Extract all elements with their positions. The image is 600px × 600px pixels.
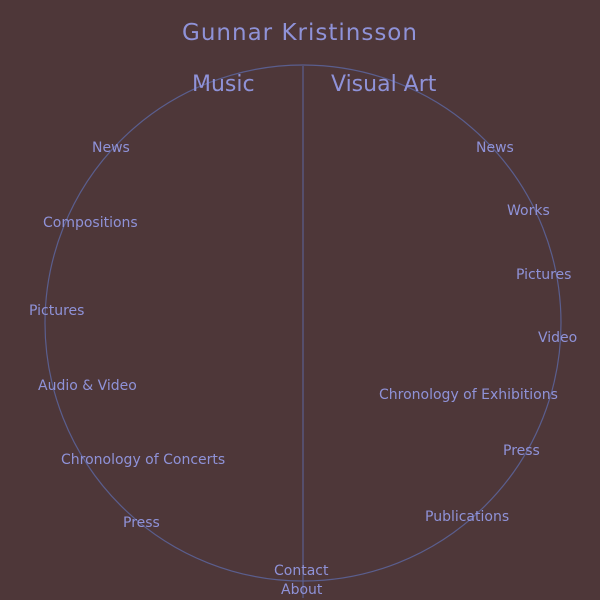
visual-art-nav-chronology-of-exhibitions[interactable]: Chronology of Exhibitions [379, 387, 558, 403]
visual-art-nav-pictures[interactable]: Pictures [516, 267, 572, 283]
music-nav-chronology-of-concerts[interactable]: Chronology of Concerts [61, 452, 226, 468]
music-nav-compositions[interactable]: Compositions [43, 215, 138, 231]
visual-art-nav-publications[interactable]: Publications [425, 509, 510, 525]
music-nav-audio-video[interactable]: Audio & Video [38, 378, 137, 394]
about-link[interactable]: About [281, 582, 323, 598]
visual-art-heading[interactable]: Visual Art [331, 72, 437, 97]
visual-art-nav-video[interactable]: Video [538, 330, 578, 346]
visual-art-nav-press[interactable]: Press [503, 443, 540, 459]
contact-link[interactable]: Contact [274, 563, 329, 579]
music-nav-press[interactable]: Press [123, 515, 160, 531]
music-nav-news[interactable]: News [92, 140, 130, 156]
music-nav-pictures[interactable]: Pictures [29, 303, 85, 319]
music-heading[interactable]: Music [192, 72, 255, 97]
visual-art-nav-works[interactable]: Works [507, 203, 550, 219]
visual-art-nav-news[interactable]: News [476, 140, 514, 156]
site-title[interactable]: Gunnar Kristinsson [182, 20, 418, 46]
